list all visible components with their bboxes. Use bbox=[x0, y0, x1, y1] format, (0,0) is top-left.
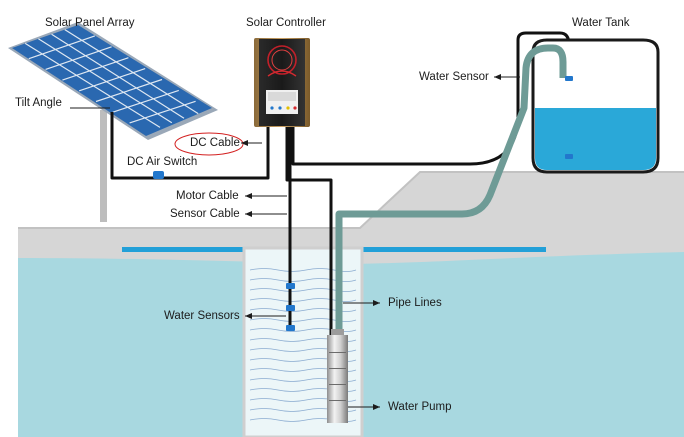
label-sensor-cable: Sensor Cable bbox=[170, 208, 240, 220]
cables bbox=[110, 31, 571, 335]
solar-panel-icon bbox=[8, 22, 218, 222]
water-sensor-icon bbox=[565, 76, 573, 159]
label-water-tank: Water Tank bbox=[572, 17, 630, 29]
dc-cable bbox=[110, 112, 270, 180]
label-dc-cable: DC Cable bbox=[190, 137, 240, 149]
label-water-sensor: Water Sensor bbox=[419, 71, 489, 83]
water-tank-icon bbox=[531, 38, 660, 174]
dc-air-switch-icon bbox=[153, 171, 164, 179]
solar-controller-icon bbox=[254, 38, 310, 127]
label-pipe-lines: Pipe Lines bbox=[388, 297, 442, 309]
label-water-pump: Water Pump bbox=[388, 401, 452, 413]
annotation-arrows bbox=[241, 74, 520, 410]
label-solar-panel-array: Solar Panel Array bbox=[45, 17, 135, 29]
motor-cable bbox=[285, 125, 333, 335]
tank-sensor-cable bbox=[291, 31, 571, 166]
label-dc-air-switch: DC Air Switch bbox=[127, 156, 198, 168]
label-motor-cable: Motor Cable bbox=[176, 190, 239, 202]
water-pump-icon bbox=[327, 329, 348, 423]
label-water-sensors: Water Sensors bbox=[164, 310, 240, 322]
label-tilt-angle: Tilt Angle bbox=[15, 97, 62, 109]
label-solar-controller: Solar Controller bbox=[246, 17, 326, 29]
well-water-sensors bbox=[286, 283, 295, 331]
pipe-line bbox=[335, 44, 567, 330]
